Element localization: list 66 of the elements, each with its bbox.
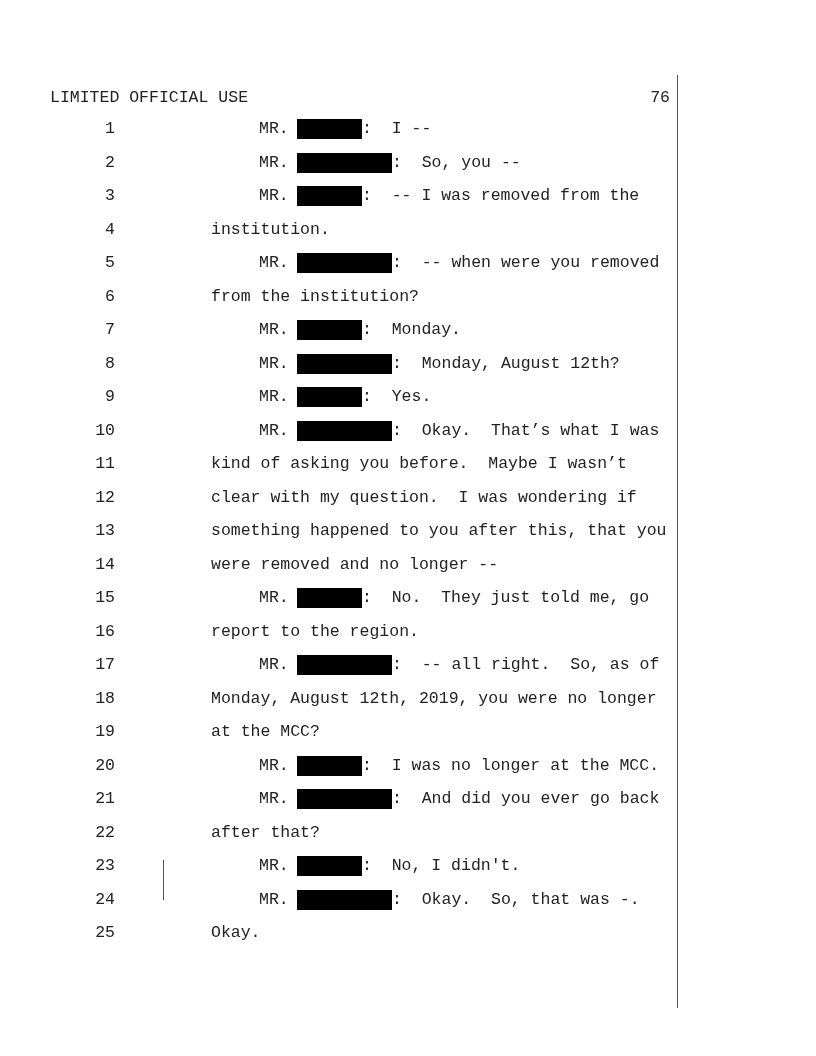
line-number: 6 [104, 286, 115, 307]
speaker-label: MR. [259, 588, 289, 608]
line-number: 1 [104, 119, 115, 139]
line-number: 17 [94, 655, 115, 675]
transcript-text: : -- when were you removed [392, 253, 660, 273]
speaker-label: MR. [259, 387, 289, 407]
transcript-text: : Okay. So, that was -. [392, 889, 640, 910]
transcript-text: kind of asking you before. Maybe I wasn’t [211, 454, 627, 474]
transcript-text: clear with my question. I was wondering if [211, 487, 637, 508]
transcript-text: were removed and no longer -- [211, 554, 499, 575]
transcript-text: : So, you -- [392, 152, 521, 173]
transcript-text: : I was no longer at the MCC. [362, 755, 660, 776]
line-number: 16 [94, 621, 115, 642]
transcript-text: report to the region. [211, 621, 419, 642]
transcript-text: Okay. [211, 923, 261, 943]
transcript-text: : Yes. [362, 387, 432, 407]
speaker-label: MR. [259, 152, 289, 173]
line-number: 5 [104, 253, 115, 273]
line-number: 12 [94, 487, 115, 508]
line-number: 8 [104, 353, 115, 374]
transcript-text: Monday, August 12th, 2019, you were no longer [211, 688, 657, 709]
line-number: 15 [94, 588, 115, 608]
transcript-text: : No, I didn't. [362, 856, 521, 876]
line-number: 9 [104, 387, 115, 407]
line-number: 14 [94, 554, 115, 575]
speaker-label: MR. [259, 889, 289, 910]
transcript-text: after that? [211, 822, 320, 843]
line-number: 2 [104, 152, 115, 173]
line-number: 25 [94, 923, 115, 943]
line-number: 22 [94, 822, 115, 843]
line-number: 3 [104, 186, 115, 206]
line-number: 20 [94, 755, 115, 776]
speaker-label: MR. [259, 655, 289, 675]
transcript-text: : I -- [362, 119, 432, 139]
transcript-text: : -- I was removed from the [362, 186, 640, 206]
line-number: 7 [104, 320, 115, 340]
speaker-label: MR. [259, 253, 289, 273]
transcript-text: from the institution? [211, 286, 419, 307]
line-number: 10 [94, 420, 115, 441]
speaker-label: MR. [259, 119, 289, 139]
speaker-label: MR. [259, 320, 289, 340]
transcript-text: something happened to you after this, that you [211, 521, 667, 541]
page-number: 76 [649, 88, 670, 108]
speaker-label: MR. [259, 420, 289, 441]
transcript-text: : -- all right. So, as of [392, 655, 660, 675]
speaker-label: MR. [259, 789, 289, 809]
header-text: LIMITED OFFICIAL USE [50, 88, 249, 108]
speaker-label: MR. [259, 856, 289, 876]
transcript-text: : And did you ever go back [392, 789, 660, 809]
line-number: 13 [94, 521, 115, 541]
speaker-label: MR. [259, 755, 289, 776]
line-number: 11 [94, 454, 115, 474]
transcript-text: : Monday, August 12th? [392, 353, 620, 374]
speaker-label: MR. [259, 186, 289, 206]
line-number: 24 [94, 889, 115, 910]
line-number: 18 [94, 688, 115, 709]
line-number: 21 [94, 789, 115, 809]
line-number: 19 [94, 722, 115, 742]
transcript-text: : No. They just told me, go [362, 588, 650, 608]
transcript-text: : Monday. [362, 320, 462, 340]
transcript-text: at the MCC? [211, 722, 320, 742]
speaker-label: MR. [259, 353, 289, 374]
line-number: 23 [94, 856, 115, 876]
transcript-text: institution. [211, 219, 330, 240]
transcript-text: : Okay. That’s what I was [392, 420, 660, 441]
line-number: 4 [104, 219, 115, 240]
